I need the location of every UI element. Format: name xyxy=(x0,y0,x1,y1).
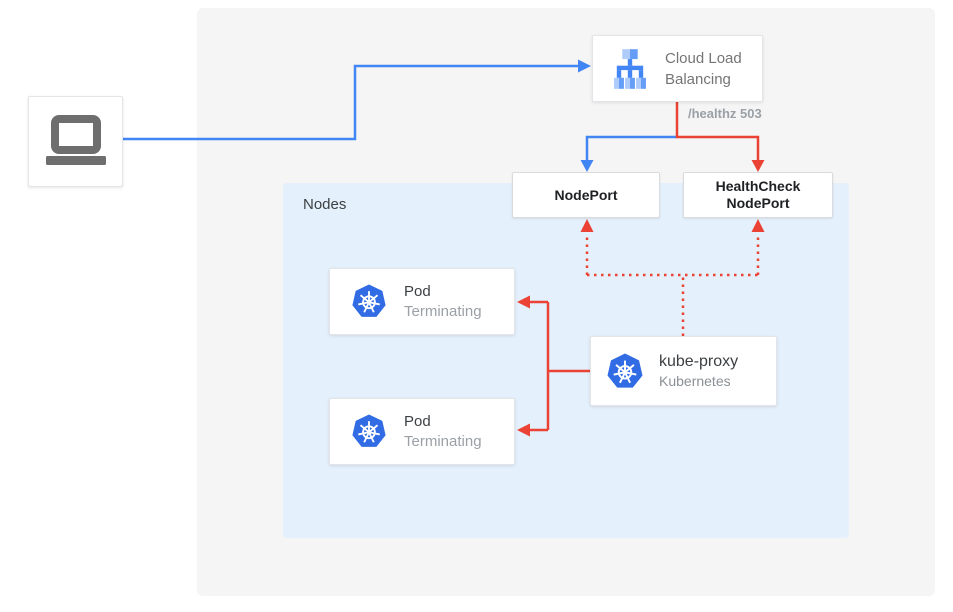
pod-status: Terminating xyxy=(404,302,482,320)
cloud-load-balancing-node[interactable]: Cloud Load Balancing xyxy=(592,35,763,102)
pod-status: Terminating xyxy=(404,432,482,450)
healthcheck-nodeport-node[interactable]: HealthCheck NodePort xyxy=(683,172,833,218)
kubernetes-icon xyxy=(607,353,643,388)
pod-terminating-node-2[interactable]: Pod Terminating xyxy=(329,398,515,465)
kube-proxy-label-group: kube-proxy Kubernetes xyxy=(659,351,738,391)
kubernetes-icon xyxy=(352,414,386,447)
pod-title: Pod xyxy=(404,412,431,430)
kube-proxy-subtitle: Kubernetes xyxy=(659,373,731,389)
pod-title: Pod xyxy=(404,282,431,300)
nodeport-node[interactable]: NodePort xyxy=(512,172,660,218)
pod-label-group: Pod Terminating xyxy=(404,412,482,452)
cloud-load-balancing-label: Cloud Load Balancing xyxy=(665,49,742,88)
kubernetes-icon xyxy=(352,284,386,317)
kube-proxy-node[interactable]: kube-proxy Kubernetes xyxy=(590,336,777,406)
kube-proxy-title: kube-proxy xyxy=(659,353,739,370)
nodeport-label: NodePort xyxy=(554,186,618,203)
client-laptop-node[interactable] xyxy=(28,96,123,187)
pod-label-group: Pod Terminating xyxy=(404,282,482,322)
healthz-503-label: /healthz 503 xyxy=(688,106,762,121)
cloud-load-balancing-icon xyxy=(614,48,646,89)
laptop-icon xyxy=(45,114,106,165)
pod-terminating-node-1[interactable]: Pod Terminating xyxy=(329,268,515,335)
healthcheck-nodeport-label: HealthCheck NodePort xyxy=(715,178,801,211)
nodes-label: Nodes xyxy=(303,196,347,213)
